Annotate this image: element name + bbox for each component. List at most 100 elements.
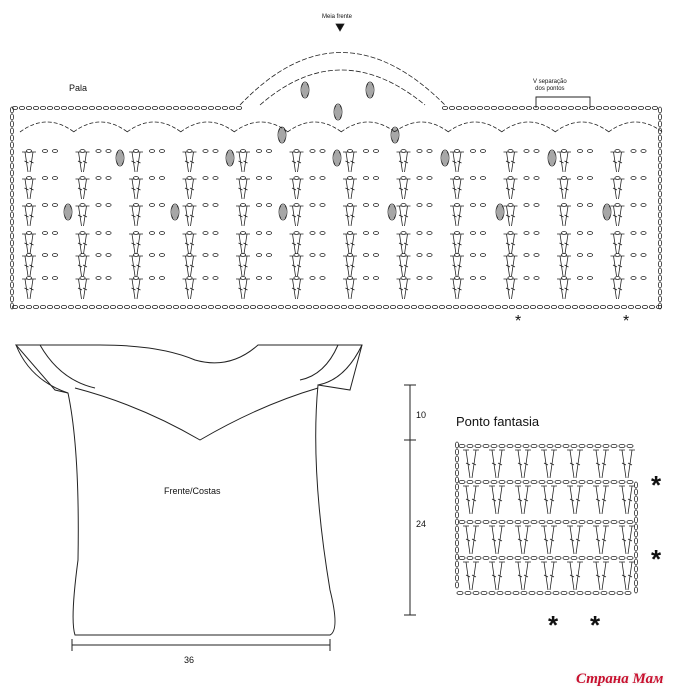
chain-stitch-icon <box>202 231 209 235</box>
double-crochet-icon <box>450 233 457 255</box>
chain-stitch-icon <box>400 276 407 280</box>
chain-stitch-icon <box>530 520 538 525</box>
chain-stitch-icon <box>658 302 663 310</box>
chain-arch-icon <box>608 121 663 133</box>
chain-stitch-icon <box>658 120 663 128</box>
chain-stitch-icon <box>454 476 459 484</box>
double-crochet-icon <box>136 178 143 200</box>
double-crochet-icon <box>343 233 350 255</box>
chain-stitch-icon <box>586 556 594 561</box>
chain-stitch-icon <box>53 304 61 309</box>
chain-stitch-icon <box>610 556 618 561</box>
puff-stitch-icon <box>387 203 397 221</box>
chain-stitch-icon <box>202 203 209 207</box>
chain-stitch-icon <box>130 304 138 309</box>
center-arrow-icon <box>335 23 345 32</box>
watermark-logo: Страна Мам <box>576 671 664 687</box>
chain-stitch-icon <box>319 253 326 257</box>
double-crochet-icon <box>236 255 243 277</box>
chain-stitch-icon <box>9 302 14 310</box>
chain-stitch-icon <box>620 304 628 309</box>
chain-stitch-icon <box>507 149 514 153</box>
chain-stitch-icon <box>538 556 546 561</box>
chain-stitch-icon <box>490 106 498 111</box>
double-crochet-icon <box>396 178 404 200</box>
chain-stitch-icon <box>529 304 537 309</box>
chain-stitch-icon <box>469 203 476 207</box>
chain-stitch-icon <box>634 509 639 517</box>
chain-stitch-icon <box>530 479 538 484</box>
double-crochet-icon <box>136 151 143 173</box>
double-crochet-icon <box>489 561 497 591</box>
double-crochet-icon <box>627 485 635 515</box>
chain-stitch-icon <box>346 176 353 180</box>
chain-stitch-icon <box>594 520 602 525</box>
chain-stitch-icon <box>212 176 219 180</box>
chain-stitch-icon <box>52 176 59 180</box>
chain-stitch-icon <box>263 304 271 309</box>
chain-stitch-icon <box>228 106 236 111</box>
double-crochet-icon <box>396 205 404 227</box>
chain-stitch-icon <box>270 304 278 309</box>
chain-stitch-icon <box>9 267 14 275</box>
chain-stitch-icon <box>32 304 40 309</box>
chain-stitch-icon <box>18 304 26 309</box>
chain-stitch-icon <box>567 106 575 111</box>
chain-stitch-icon <box>326 304 334 309</box>
double-crochet-icon <box>396 278 404 300</box>
chain-stitch-icon <box>571 304 579 309</box>
double-crochet-icon <box>189 278 197 300</box>
chain-stitch-icon <box>95 176 102 180</box>
chain-stitch-icon <box>630 149 637 153</box>
chain-stitch-icon <box>634 551 639 559</box>
chain-stitch-icon <box>88 304 96 309</box>
double-crochet-icon <box>541 561 549 591</box>
chain-stitch-icon <box>494 304 502 309</box>
chain-stitch-icon <box>610 520 618 525</box>
chain-stitch-icon <box>400 253 407 257</box>
chain-stitch-icon <box>533 203 540 207</box>
chain-stitch-icon <box>587 253 594 257</box>
chain-stitch-icon <box>570 479 578 484</box>
stitch-chart-title: Ponto fantasia <box>456 414 540 429</box>
chain-stitch-icon <box>426 276 433 280</box>
chain-stitch-icon <box>562 479 570 484</box>
double-crochet-icon <box>593 561 601 591</box>
chain-stitch-icon <box>592 304 600 309</box>
double-crochet-icon <box>471 449 479 479</box>
garment-outline <box>14 344 363 636</box>
double-crochet-icon <box>503 151 511 173</box>
chain-stitch-icon <box>634 516 639 524</box>
chain-stitch-icon <box>277 304 285 309</box>
center-front-label: Meia frente <box>322 14 353 20</box>
chain-stitch-icon <box>587 276 594 280</box>
double-crochet-icon <box>557 278 564 300</box>
double-crochet-icon <box>182 255 190 277</box>
chain-stitch-icon <box>346 253 353 257</box>
chain-stitch-icon <box>105 176 112 180</box>
chain-stitch-icon <box>291 304 299 309</box>
chain-stitch-icon <box>158 253 165 257</box>
chain-stitch-icon <box>265 276 272 280</box>
chain-stitch-icon <box>482 520 490 525</box>
stitch-pattern-chart <box>454 441 639 596</box>
chain-stitch-icon <box>372 176 379 180</box>
chain-stitch-icon <box>561 231 568 235</box>
chain-stitch-icon <box>469 253 476 257</box>
chain-stitch-icon <box>309 176 316 180</box>
chain-stitch-icon <box>561 203 568 207</box>
double-crochet-icon <box>567 525 575 555</box>
dimension-yoke-height: 10 <box>416 410 427 420</box>
double-crochet-icon <box>136 233 143 255</box>
puff-stitch-icon <box>495 203 505 221</box>
double-crochet-icon <box>463 525 471 555</box>
chain-stitch-icon <box>469 231 476 235</box>
double-crochet-icon <box>403 278 411 300</box>
double-crochet-icon <box>617 278 625 300</box>
chain-stitch-icon <box>9 183 14 191</box>
double-crochet-icon <box>136 278 143 300</box>
chain-arch-icon <box>394 121 449 133</box>
chain-stitch-icon <box>458 479 466 484</box>
chain-stitch-icon <box>514 479 522 484</box>
